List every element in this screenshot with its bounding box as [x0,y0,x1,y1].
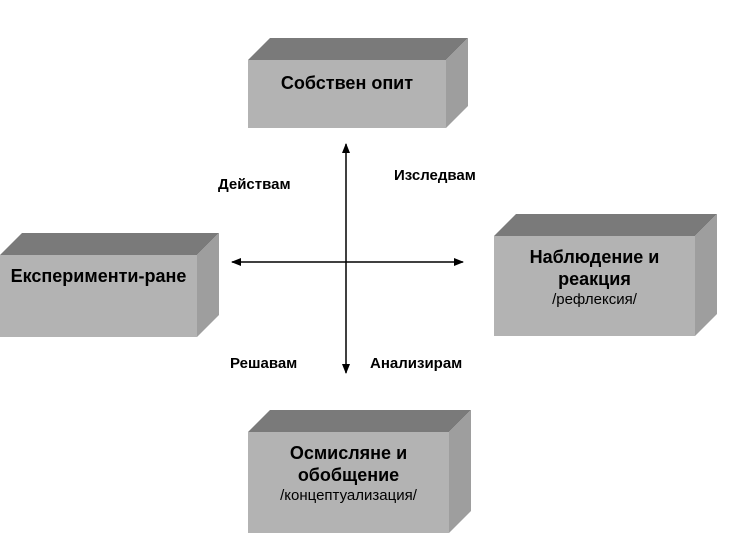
node-own-experience: Собствен опит [248,60,446,128]
box-bottom-side-face [449,410,471,533]
node-experimentation: Експерименти-ране [0,255,197,337]
node-conceptualization-subtitle: /концептуализация/ [280,487,417,504]
node-observation-subtitle: /рефлексия/ [552,291,637,308]
box-top-top-face [248,38,468,60]
box-left-top-face [0,233,219,255]
node-conceptualization: Осмисляне и обобщение /концептуализация/ [248,432,449,533]
node-own-experience-title: Собствен опит [280,73,414,93]
box-right-side-face [695,214,717,336]
quadrant-label-decide: Решавам [230,355,298,372]
box-top-side-face [446,38,468,128]
quadrant-label-act: Действам [218,176,291,193]
box-right-top-face [494,214,717,236]
node-observation-title: Наблюдение и реакция [529,247,660,289]
node-observation-reflection: Наблюдение и реакция /рефлексия/ [494,236,695,336]
node-experimentation-title: Експерименти-ране [10,266,187,286]
node-conceptualization-title: Осмисляне и обобщение [289,443,408,485]
quadrant-label-analyze: Анализирам [370,355,463,372]
box-left-side-face [197,233,219,337]
box-bottom-top-face [248,410,471,432]
quadrant-label-explore: Изследвам [394,167,476,184]
